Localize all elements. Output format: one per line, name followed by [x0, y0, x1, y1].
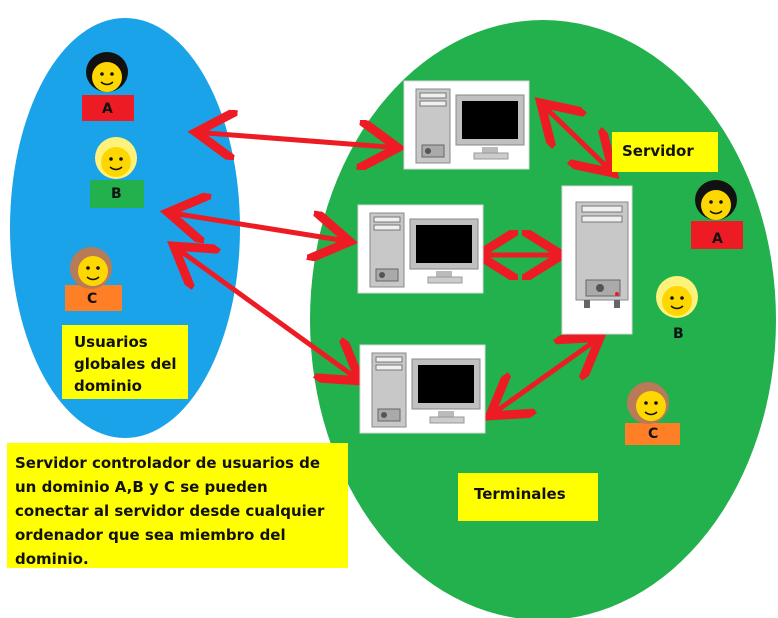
terminal-computer-icon — [403, 80, 530, 170]
arrow-users-terminal-3 — [182, 252, 352, 375]
global-users-label: Usuarios globales del dominio — [62, 325, 188, 399]
user-b-label: B — [673, 326, 684, 342]
user-b-avatar — [90, 137, 144, 208]
user-c-label: C — [648, 426, 659, 442]
arrow-users-terminal-1 — [206, 133, 388, 147]
user-a-label: A — [712, 231, 723, 247]
server-label: Servidor — [612, 132, 718, 172]
arrow-terminal1-server — [548, 110, 606, 166]
user-a-label: A — [102, 101, 113, 117]
description-box: Servidor controlador de usuarios de un d… — [7, 443, 348, 568]
terminal-computer-icon — [359, 344, 486, 434]
connection-arrows — [178, 110, 606, 410]
user-c-avatar — [625, 382, 680, 445]
user-b-label: B — [111, 186, 122, 202]
user-b-avatar — [656, 276, 698, 318]
terminal-computer-icon — [357, 204, 484, 294]
arrow-users-terminal-2 — [178, 214, 340, 240]
user-a-avatar — [691, 180, 743, 249]
user-a-avatar — [82, 52, 134, 121]
server-tower-icon — [561, 185, 633, 335]
user-c-label: C — [87, 291, 98, 307]
arrow-terminal3-server — [498, 343, 592, 410]
user-c-avatar — [65, 247, 122, 311]
domain-ellipse — [310, 20, 776, 618]
terminals-label: Terminales — [458, 473, 598, 521]
